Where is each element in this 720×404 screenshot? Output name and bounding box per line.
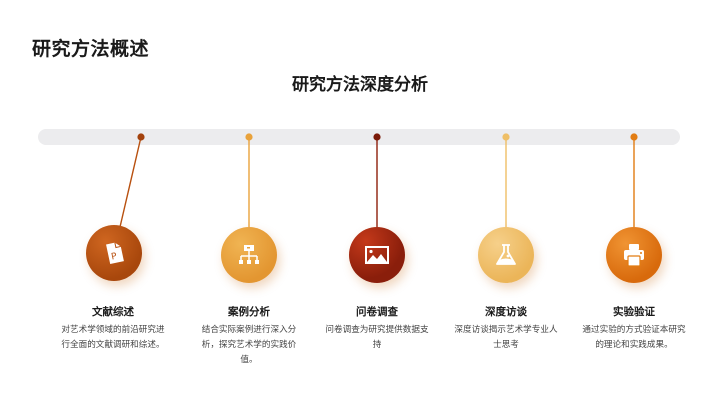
method-description: 深度访谈揭示艺术学专业人士思考 <box>454 325 558 350</box>
image-icon <box>365 246 389 264</box>
method-node-case-analysis[interactable] <box>221 227 277 283</box>
method-node-survey[interactable] <box>349 227 405 283</box>
svg-text:P: P <box>110 252 118 263</box>
method-title: 案例分析 <box>228 306 270 318</box>
method-title: 文献综述 <box>92 306 134 318</box>
method-node-literature[interactable]: P <box>86 225 142 281</box>
hierarchy-icon <box>239 245 259 264</box>
method-description: 对艺术学领域的前沿研究进行全面的文献调研和综述。 <box>61 325 165 350</box>
method-title: 问卷调查 <box>356 306 398 318</box>
printer-icon <box>624 244 644 267</box>
flask-icon <box>496 244 516 265</box>
method-description: 结合实际案例进行深入分析，探究艺术学的实践价值。 <box>201 325 297 365</box>
page-title: 研究方法概述 <box>32 38 150 60</box>
document-p-icon: P <box>106 242 124 265</box>
method-title: 实验验证 <box>613 306 655 318</box>
section-subtitle: 研究方法深度分析 <box>292 75 428 95</box>
method-title: 深度访谈 <box>485 306 527 318</box>
method-description: 问卷调查为研究提供数据支持 <box>325 325 429 350</box>
timeline-track <box>38 129 680 145</box>
method-description: 通过实验的方式验证本研究的理论和实践成果。 <box>582 325 686 350</box>
method-node-experiment[interactable] <box>606 227 662 283</box>
method-node-interview[interactable] <box>478 227 534 283</box>
